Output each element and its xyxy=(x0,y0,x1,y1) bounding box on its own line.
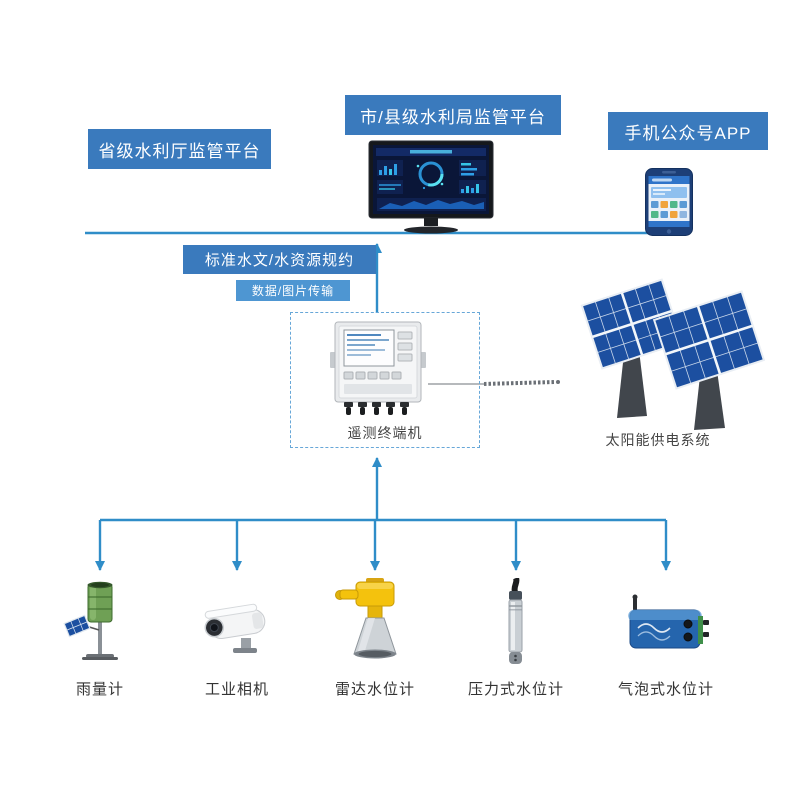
smartphone-image xyxy=(645,168,693,236)
solar-panels-image xyxy=(580,278,766,430)
terminal-dashed-box xyxy=(290,312,480,448)
mobile-app-label: 手机公众号APP xyxy=(624,123,752,143)
industrial-camera-caption: 工业相机 xyxy=(204,681,269,698)
bubble-gauge-caption: 气泡式水位计 xyxy=(617,681,714,698)
rain-gauge-image xyxy=(63,581,118,660)
antenna-wire xyxy=(428,380,560,386)
rain-gauge-caption: 雨量计 xyxy=(75,681,124,698)
provincial-platform-label: 省级水利厅监管平台 xyxy=(98,141,261,161)
terminal-caption: 遥测终端机 xyxy=(347,425,423,441)
node-city-county-platform: 市/县级水利局监管平台 xyxy=(345,95,561,135)
city-county-platform-label: 市/县级水利局监管平台 xyxy=(360,107,546,127)
telemetry-terminal-image xyxy=(330,321,426,415)
radar-gauge-image xyxy=(335,578,397,659)
pressure-gauge-caption: 压力式水位计 xyxy=(467,681,564,698)
pressure-gauge-image xyxy=(508,578,523,664)
protocol-label-box: 标准水文/水资源规约 xyxy=(183,245,376,274)
dashboard-monitor-image xyxy=(368,140,494,234)
solar-caption: 太阳能供电系统 xyxy=(605,432,711,448)
transmission-label: 数据/图片传输 xyxy=(251,284,335,298)
bubble-gauge-image xyxy=(628,594,709,649)
node-mobile-app: 手机公众号APP xyxy=(608,112,768,150)
transmission-label-box: 数据/图片传输 xyxy=(236,280,350,301)
protocol-label: 标准水文/水资源规约 xyxy=(204,252,355,269)
node-provincial-platform: 省级水利厅监管平台 xyxy=(88,129,271,169)
radar-gauge-caption: 雷达水位计 xyxy=(334,681,415,698)
industrial-camera-image xyxy=(204,603,266,653)
